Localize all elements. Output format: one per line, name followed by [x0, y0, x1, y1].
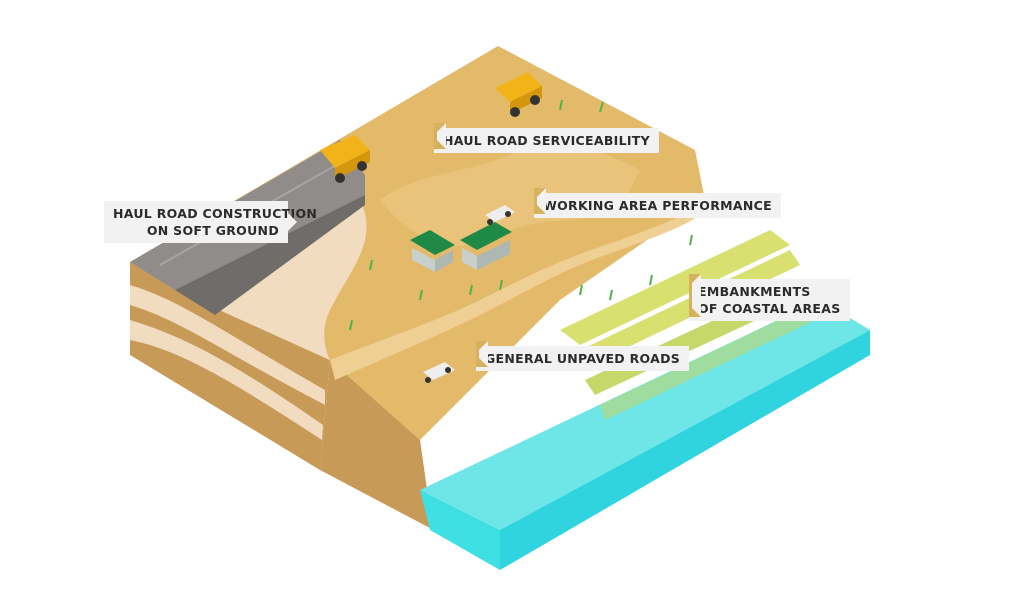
callout-embankments: EMBANKMENTS OF COASTAL AREAS — [689, 274, 850, 321]
callout-working-area-performance: WORKING AREA PERFORMANCE — [534, 188, 781, 218]
pickup-truck-icon — [485, 205, 515, 225]
strata-band — [130, 320, 323, 440]
front-earth-face — [320, 360, 500, 565]
callout-line: ON SOFT GROUND — [146, 223, 279, 238]
water-front — [420, 490, 500, 570]
callout-text: HAUL ROAD SERVICEABILITY — [443, 133, 650, 148]
grass-tufts — [349, 99, 693, 331]
callout-text: WORKING AREA PERFORMANCE — [543, 198, 772, 213]
water-side — [500, 330, 870, 570]
callout-haul-road-construction: HAUL ROAD CONSTRUCTION ON SOFT GROUND — [104, 201, 318, 243]
site-building-icon — [410, 230, 455, 272]
callout-line: OF COASTAL AREAS — [698, 301, 841, 316]
haul-road-edge — [175, 195, 365, 315]
sand-patch — [380, 143, 640, 246]
haul-truck-icon — [320, 135, 370, 183]
callout-text: GENERAL UNPAVED ROADS — [485, 351, 681, 366]
site-building-icon — [460, 222, 512, 270]
water-body — [420, 300, 870, 530]
callout-general-unpaved-roads: GENERAL UNPAVED ROADS — [476, 341, 690, 371]
callout-line: HAUL ROAD CONSTRUCTION — [113, 206, 318, 221]
callout-haul-road-serviceability: HAUL ROAD SERVICEABILITY — [434, 123, 659, 153]
unpaved-road — [330, 200, 705, 380]
callout-line: EMBANKMENTS — [698, 284, 811, 299]
haul-truck-icon — [495, 72, 542, 117]
excavation-cut — [215, 200, 367, 360]
strata-band — [130, 285, 325, 405]
pickup-truck-icon — [423, 362, 455, 383]
